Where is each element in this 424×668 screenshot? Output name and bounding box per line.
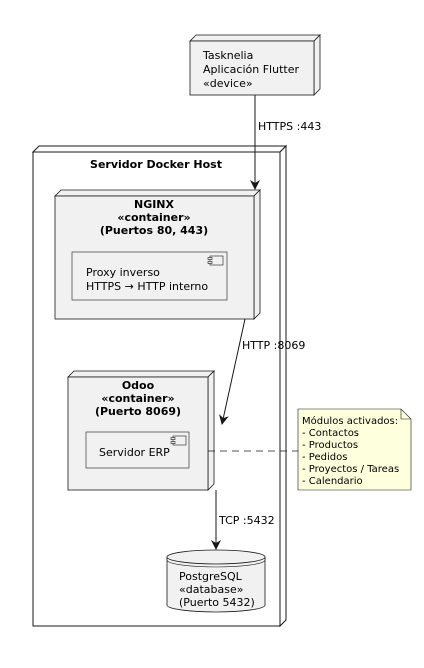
edge-label-http: HTTP :8069 (242, 339, 305, 352)
nginx-component: Proxy inverso HTTPS → HTTP interno (71, 251, 228, 301)
note-line-6: - Calendario (302, 476, 363, 487)
device-node: Tasknelia Aplicación Flutter «device» (189, 34, 321, 96)
odoo-component: Servidor ERP (85, 431, 190, 469)
note-modules: Módulos activados: - Contactos - Product… (208, 408, 412, 491)
device-line-3: «device» (203, 77, 253, 90)
nginx-title-line-3: (Puertos 80, 443) (100, 224, 208, 237)
device-line-2: Aplicación Flutter (203, 63, 299, 76)
component-icon (170, 435, 187, 446)
database-line-1: PostgreSQL (179, 570, 243, 583)
odoo-title-line-3: (Puerto 8069) (95, 405, 181, 418)
nginx-component-line-1: Proxy inverso (86, 266, 160, 279)
component-icon (207, 255, 224, 266)
nginx-title-line-2: «container» (117, 211, 190, 224)
database-line-2: «database» (179, 583, 243, 596)
device-line-1: Tasknelia (202, 49, 253, 62)
edge-nginx-odoo: HTTP :8069 (219, 318, 305, 425)
note-line-5: - Proyectos / Tareas (302, 464, 399, 475)
nginx-component-line-2: HTTPS → HTTP interno (86, 280, 208, 293)
nginx-node: NGINX «container» (Puertos 80, 443) Prox… (54, 189, 261, 320)
note-line-4: - Pedidos (302, 452, 347, 463)
edge-odoo-db: TCP :5432 (211, 490, 275, 550)
edge-label-https: HTTPS :443 (258, 120, 321, 133)
odoo-title-line-2: «container» (101, 392, 174, 405)
edge-device-nginx: HTTPS :443 (250, 95, 321, 190)
note-line-3: - Productos (302, 440, 358, 451)
odoo-node: Odoo «container» (Puerto 8069) Servidor … (67, 370, 215, 491)
host-title: Servidor Docker Host (90, 158, 222, 171)
note-line-1: Módulos activados: (302, 415, 398, 427)
database-node: PostgreSQL «database» (Puerto 5432) (166, 549, 266, 613)
database-line-3: (Puerto 5432) (179, 596, 255, 609)
edge-label-tcp: TCP :5432 (218, 514, 275, 527)
odoo-component-label: Servidor ERP (99, 446, 170, 459)
nginx-title-line-1: NGINX (134, 198, 175, 211)
note-line-2: - Contactos (302, 428, 359, 439)
odoo-title-line-1: Odoo (122, 379, 155, 392)
